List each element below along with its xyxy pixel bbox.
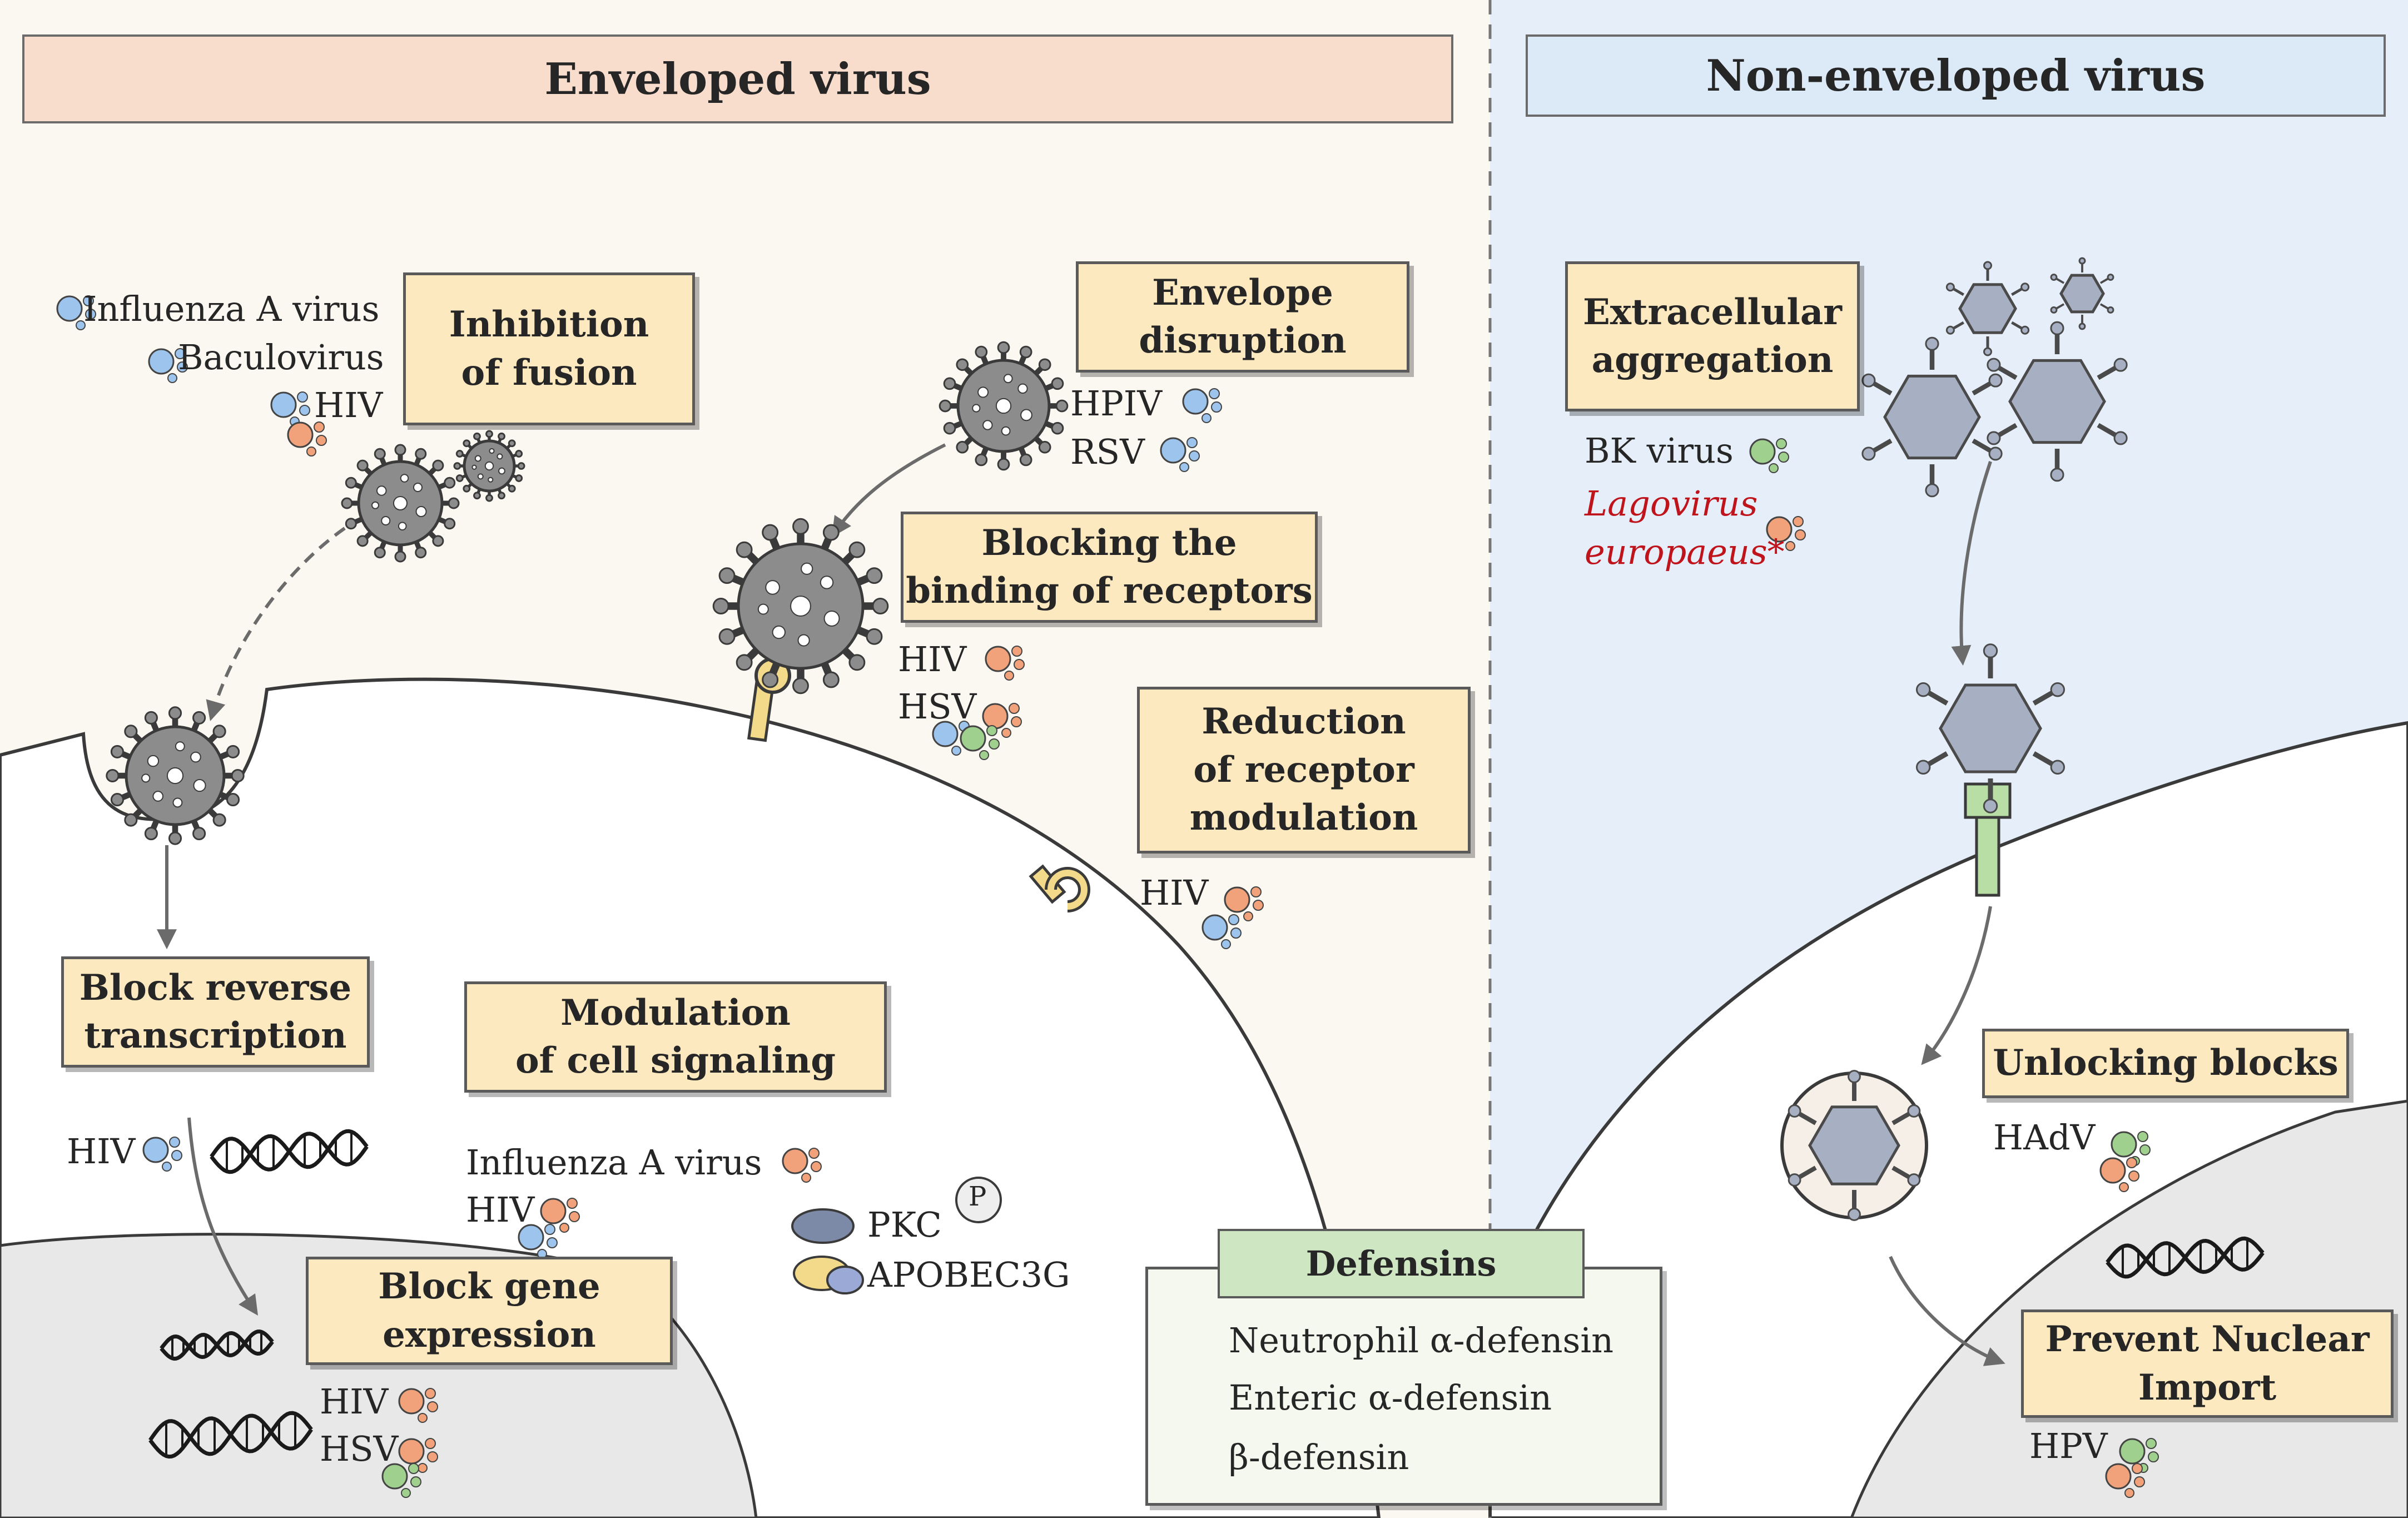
label-hpiv: HPIV — [1070, 383, 1163, 424]
arrow-nuclear — [1889, 1256, 2005, 1366]
label-rsv: RSV — [1070, 431, 1145, 472]
hexvirus-aggregate-1 — [1861, 336, 2003, 498]
virus-endocytosed — [106, 706, 245, 845]
dots-lagovirus — [1766, 516, 1806, 551]
label-bk-virus: BK virus — [1585, 430, 1734, 471]
dots-hiv-gene — [398, 1388, 438, 1423]
dna-gene-small — [160, 1329, 274, 1361]
dna-reverse — [210, 1129, 369, 1174]
box-blocking-receptors: Blocking the binding of receptors — [901, 512, 1318, 623]
arrow-aggregation — [1951, 461, 1992, 666]
label-hiv-gene: HIV — [320, 1381, 389, 1422]
box-reduction-receptor: Reduction of receptor modulation — [1137, 687, 1471, 854]
dots-hiv-signaling-blue — [518, 1224, 558, 1259]
virus-bound-receptor — [712, 518, 889, 694]
receptor-yellow-free — [1029, 864, 1090, 912]
label-hiv-reduction: HIV — [1140, 872, 1209, 913]
label-hadv: HAdV — [1993, 1117, 2096, 1158]
label-influenza-a: Influenza A virus — [83, 289, 380, 329]
legend-title: Defensins — [1218, 1229, 1585, 1298]
label-hsv-binding: HSV — [898, 686, 977, 727]
legend-panel — [1145, 1267, 1662, 1506]
label-pkc: PKC — [867, 1204, 942, 1245]
hexvirus-bound — [1915, 643, 2066, 813]
dots-hpiv — [1182, 388, 1222, 423]
label-hiv-fusion: HIV — [314, 385, 383, 425]
dots-hiv-signaling-orange — [540, 1198, 580, 1233]
dots-hiv-reduction-orange — [1224, 886, 1264, 921]
dots-hpv-orange — [2105, 1463, 2145, 1498]
arrow-endocytosis — [1921, 906, 1992, 1065]
label-baculovirus: Baculovirus — [178, 337, 384, 378]
hexvirus-endosome — [1788, 1070, 1921, 1221]
legend-item-enteric: Enteric α-defensin — [1229, 1377, 1552, 1418]
dots-hsv-gene-green — [381, 1463, 421, 1498]
box-unlocking-blocks: Unlocking blocks — [1982, 1029, 2349, 1098]
box-prevent-nuclear: Prevent Nuclear Import — [2021, 1309, 2394, 1418]
arrow-fusion-dashed — [206, 527, 346, 721]
box-block-reverse: Block reverse transcription — [61, 956, 370, 1068]
dots-influenza-signaling — [782, 1148, 822, 1183]
dots-hsv-green — [960, 725, 1000, 760]
dna-right — [2106, 1236, 2265, 1279]
dots-hsv-orange — [982, 703, 1022, 738]
label-hsv-gene: HSV — [320, 1428, 399, 1469]
apobec-blue — [826, 1266, 864, 1294]
label-phospho: P — [969, 1181, 987, 1212]
box-inhibition-fusion: Inhibition of fusion — [403, 272, 695, 425]
legend-item-neutrophil: Neutrophil α-defensin — [1229, 1320, 1614, 1361]
virus-fusion-large — [341, 444, 460, 563]
label-apobec: APOBEC3G — [867, 1254, 1070, 1295]
dots-hsv-gene-orange — [398, 1438, 438, 1473]
box-modulation-signaling: Modulation of cell signaling — [464, 981, 887, 1093]
dots-bk-virus — [1749, 438, 1789, 473]
legend-item-beta: β-defensin — [1229, 1437, 1409, 1477]
phospho-circle — [955, 1177, 1002, 1223]
header-enveloped: Enveloped virus — [22, 34, 1453, 123]
virus-disruption — [939, 341, 1069, 471]
label-lagovirus-line2: europaeus* — [1585, 532, 1785, 572]
dots-hiv-binding — [985, 646, 1025, 681]
label-hiv-reverse: HIV — [67, 1131, 136, 1172]
dna-gene-large — [148, 1411, 313, 1459]
box-envelope-disruption: Envelope disruption — [1076, 261, 1409, 373]
label-hiv-signaling: HIV — [466, 1189, 535, 1230]
dots-baculovirus — [148, 348, 188, 383]
label-lagovirus-line1: Lagovirus — [1585, 483, 1758, 524]
pkc-shape — [791, 1208, 855, 1244]
box-block-gene: Block gene expression — [306, 1257, 673, 1365]
dots-hiv-reverse — [142, 1137, 182, 1172]
dots-hiv-fusion-orange — [287, 421, 327, 457]
virus-fusion-small — [453, 430, 525, 502]
hexvirus-aggregate-2 — [1987, 321, 2128, 482]
dots-influenza — [56, 295, 96, 330]
arrow-to-gene — [187, 1117, 258, 1316]
label-influenza-signaling: Influenza A virus — [466, 1142, 762, 1183]
label-hiv-binding: HIV — [898, 639, 967, 679]
header-nonenveloped: Non-enveloped virus — [1526, 34, 2386, 117]
label-hpv: HPV — [2029, 1426, 2108, 1466]
dots-hadv-orange — [2099, 1157, 2139, 1192]
dots-hiv-reduction-blue — [1201, 914, 1242, 949]
hexvirus-small-1 — [1945, 261, 2030, 356]
box-extracellular-aggregation: Extracellular aggregation — [1565, 261, 1860, 411]
dots-rsv — [1160, 437, 1200, 472]
hexvirus-small-2 — [2050, 257, 2114, 330]
arrow-disruption — [832, 443, 946, 537]
